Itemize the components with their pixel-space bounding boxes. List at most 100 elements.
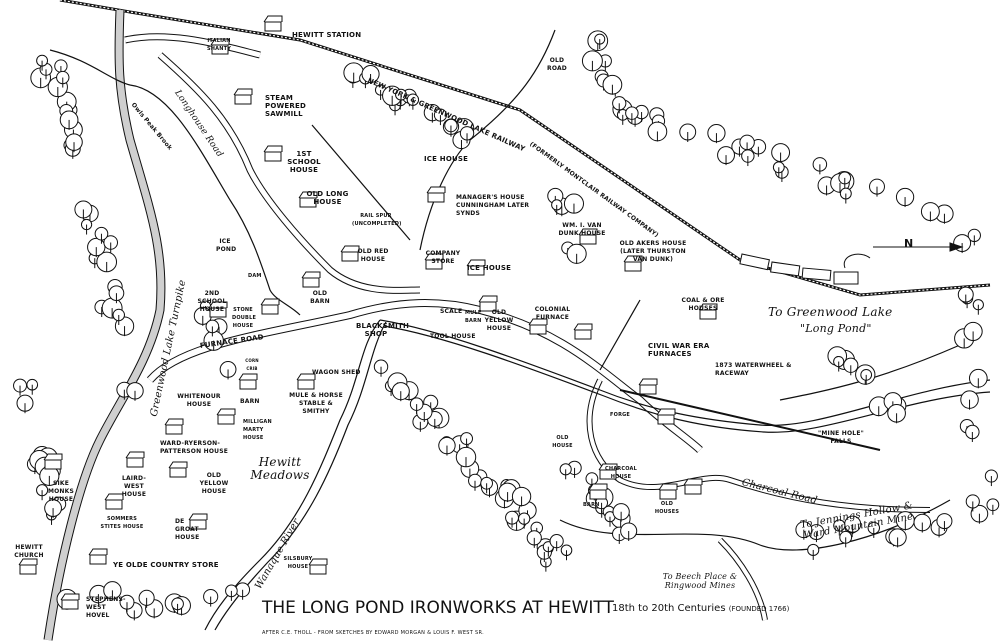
building-icon xyxy=(656,408,676,425)
building-icon xyxy=(18,558,38,575)
label-corn-crib: CORN CRIB xyxy=(245,358,259,371)
building-icon xyxy=(296,373,316,390)
building-icon xyxy=(301,271,321,288)
building-icon xyxy=(598,463,618,480)
building-icon xyxy=(298,191,318,208)
railway-track xyxy=(59,0,991,297)
label-rail-spur: RAIL SPUR (UNCOMPLETED) xyxy=(352,213,402,227)
label-van-dunk-house: WM. I. VAN DUNK HOUSE xyxy=(558,222,606,237)
label-old-yellow-house-2: OLD YELLOW HOUSE xyxy=(199,472,229,495)
label-old-long-house: OLD LONG HOUSE xyxy=(306,190,349,206)
buildings xyxy=(18,15,718,610)
building-icon xyxy=(658,483,678,500)
building-icon xyxy=(104,493,124,510)
owls-peak-brook xyxy=(49,49,301,316)
label-ice-pond: ICE POND xyxy=(216,238,237,253)
rail-spur xyxy=(311,124,411,241)
label-wagon-shed: WAGON SHED xyxy=(312,369,361,376)
building-icon xyxy=(125,451,145,468)
building-icon xyxy=(164,418,184,435)
building-icon xyxy=(426,186,446,203)
train-icon xyxy=(739,253,871,285)
label-first-school: 1ST SCHOOL HOUSE xyxy=(287,150,321,174)
label-milligan-house: MILLIGAN MARTY HOUSE xyxy=(243,419,272,441)
building-icon xyxy=(260,298,280,315)
label-hewitt-meadows: Hewitt Meadows xyxy=(250,455,310,482)
label-colonial-furnace: COLONIAL FURNACE xyxy=(534,306,571,321)
label-to-beech-place: To Beech Place & Ringwood Mines xyxy=(662,572,738,590)
building-icon xyxy=(263,145,283,162)
label-de-groat: DE GROAT HOUSE xyxy=(175,518,200,541)
label-managers-house: MANAGER'S HOUSE CUNNINGHAM LATER SYNDS xyxy=(456,194,530,217)
map-credit: AFTER C.E. THOLL - FROM SKETCHES BY EDWA… xyxy=(262,630,484,636)
label-dam: DAM xyxy=(248,273,262,279)
building-icon xyxy=(208,301,228,318)
label-old-akers-house: OLD AKERS HOUSE (LATER THURSTON VAN DUNK… xyxy=(619,240,687,263)
label-second-school: 2ND SCHOOL HOUSE xyxy=(197,290,227,313)
label-forge: FORGE xyxy=(610,412,631,418)
subtitle-centuries: 18th to 20th Centuries xyxy=(612,603,726,614)
compass-letter: N xyxy=(904,237,914,250)
building-icon xyxy=(308,558,328,575)
building-icon xyxy=(573,323,593,340)
tree-clusters xyxy=(13,30,1000,621)
label-italian-shanty: ITALIAN SHANTY xyxy=(206,38,232,52)
label-old-red-house: OLD RED HOUSE xyxy=(357,248,389,263)
label-to-greenwood-lake: To Greenwood Lake xyxy=(768,305,893,319)
label-whitenour-house: WHITENOUR HOUSE xyxy=(177,393,221,408)
label-mule-barn: MULE BARN xyxy=(465,310,482,324)
building-icon xyxy=(638,378,658,395)
label-country-store: YE OLDE COUNTRY STORE xyxy=(113,561,219,569)
building-icon xyxy=(578,228,598,245)
map-title: THE LONG POND IRONWORKS AT HEWITT xyxy=(262,598,614,618)
building-icon xyxy=(466,259,486,276)
building-icon xyxy=(88,548,108,565)
subtitle-founded: (FOUNDED 1766) xyxy=(728,605,790,613)
label-mine-hole-falls: "MINE HOLE" FALLS xyxy=(818,430,864,445)
building-icon xyxy=(210,38,230,55)
label-old-houses: OLD HOUSES xyxy=(654,501,680,515)
label-old-yellow-house-1: OLD YELLOW HOUSE xyxy=(484,309,514,332)
building-icon xyxy=(424,253,444,270)
label-old-barn: OLD BARN xyxy=(310,290,330,305)
label-civil-war-furnaces: CIVIL WAR ERA FURNACES xyxy=(648,342,710,358)
label-mule-horse-stable: MULE & HORSE STABLE & SMITHY xyxy=(289,392,343,415)
building-icon xyxy=(43,453,63,470)
label-ice-house-mid: ICE HOUSE xyxy=(467,264,512,272)
map-subtitle: 18th to 20th Centuries (FOUNDED 1766) xyxy=(612,603,789,614)
label-long-pond: "Long Pond" xyxy=(800,322,872,335)
raceway xyxy=(619,389,881,451)
label-old-road: OLD ROAD xyxy=(547,57,567,72)
building-icon xyxy=(528,318,548,335)
label-scale: SCALE xyxy=(440,308,463,315)
building-icon xyxy=(340,245,360,262)
label-blacksmith-shop: BLACKSMITH SHOP xyxy=(356,322,410,338)
label-ice-house-top: ICE HOUSE xyxy=(424,155,469,163)
label-waterwheel: 1873 WATERWHEEL & RACEWAY xyxy=(715,362,792,377)
label-silsbury: SILSBURY HOUSE xyxy=(283,556,313,570)
label-company-store: COMPANY STORE xyxy=(425,250,461,265)
building-icon xyxy=(698,303,718,320)
building-icon xyxy=(60,593,80,610)
label-sawmill: STEAM POWERED SAWMILL xyxy=(265,94,306,118)
label-tool-house: TOOL HOUSE xyxy=(430,333,476,340)
label-barn-2: BARN xyxy=(583,502,600,508)
building-icon xyxy=(263,15,283,32)
label-somers-stites: SOMMERS STITES HOUSE xyxy=(100,516,144,530)
label-sike-monks: SIKE MONKS HOUSE xyxy=(47,480,75,503)
building-icon xyxy=(588,483,608,500)
building-icon xyxy=(623,255,643,272)
label-hewitt-station: HEWITT STATION xyxy=(292,31,362,39)
building-icon xyxy=(238,373,258,390)
label-ward-ryerson: WARD-RYERSON-PATTERSON HOUSE xyxy=(160,440,229,455)
label-laird-west: LAIRD-WEST HOUSE xyxy=(121,475,147,498)
north-arrow-icon xyxy=(873,242,964,252)
building-icon xyxy=(188,513,208,530)
label-old-house: OLD HOUSE xyxy=(552,435,573,449)
label-coal-ore-houses: COAL & ORE HOUSES xyxy=(681,297,725,312)
label-hewitt-church: HEWITT CHURCH xyxy=(14,544,44,559)
label-stone-double-house: STONE DOUBLE HOUSE xyxy=(232,307,257,329)
building-icon xyxy=(168,461,188,478)
